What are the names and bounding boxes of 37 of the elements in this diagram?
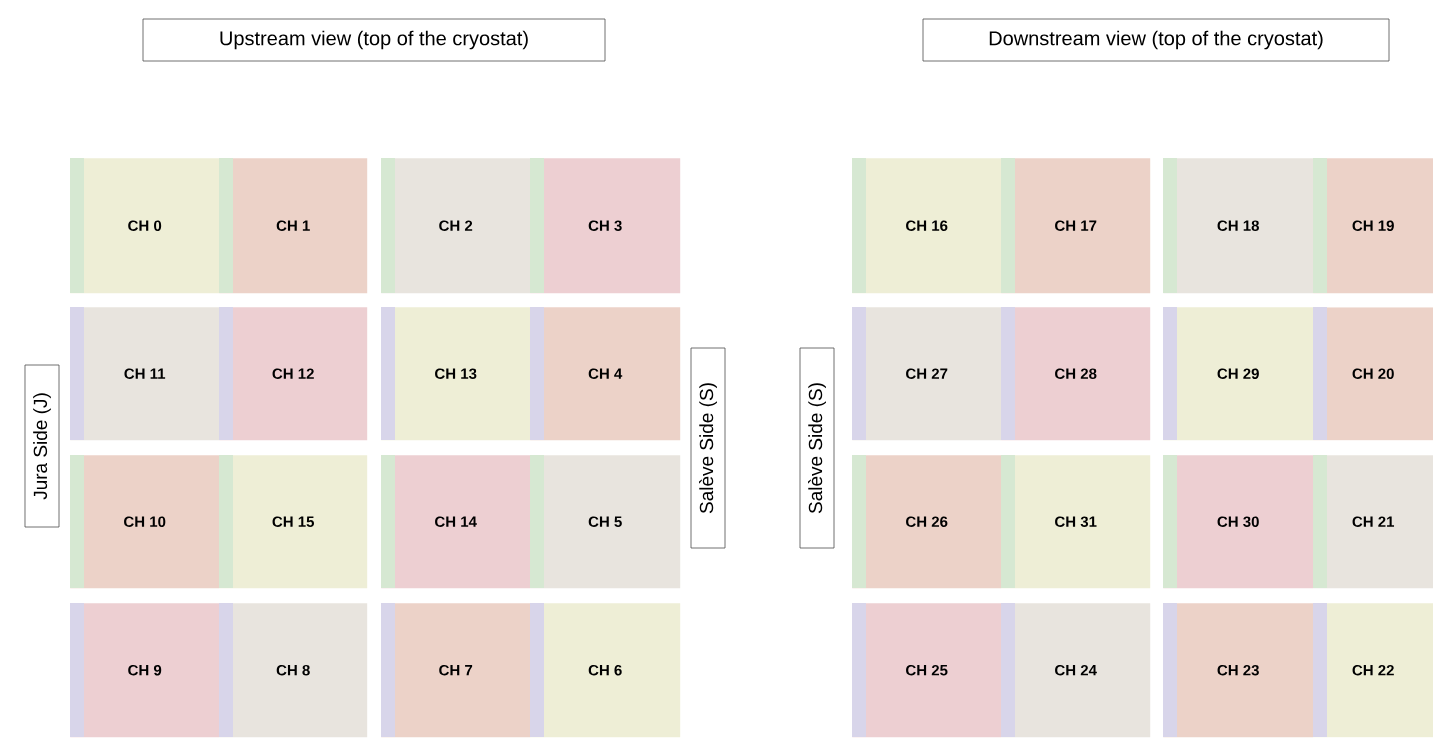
channel-cell: CH 26	[852, 455, 1002, 589]
channel-cell: CH 5	[530, 455, 681, 589]
channel-cell: CH 30	[1163, 455, 1314, 589]
channel-cell: CH 14	[381, 455, 531, 589]
channel-cell: CH 20	[1313, 307, 1433, 441]
channel-cell: CH 23	[1163, 603, 1314, 738]
channel-cell: CH 15	[219, 455, 368, 589]
channel-cell: CH 31	[1001, 455, 1151, 589]
channel-cell: CH 3	[530, 158, 681, 294]
channel-cell: CH 19	[1313, 158, 1433, 294]
channel-cell: CH 11	[70, 307, 220, 441]
channel-cell: CH 8	[219, 603, 368, 738]
channel-cell: CH 25	[852, 603, 1002, 738]
channel-cell: CH 4	[530, 307, 681, 441]
channel-cell: CH 6	[530, 603, 681, 738]
channel-cell: CH 9	[70, 603, 220, 738]
channel-cell: CH 1	[219, 158, 368, 294]
channel-cell: CH 2	[381, 158, 531, 294]
view-title: Downstream view (top of the cryostat)	[922, 18, 1390, 62]
channel-cell: CH 24	[1001, 603, 1151, 738]
channel-cell: CH 10	[70, 455, 220, 589]
channel-cell: CH 13	[381, 307, 531, 441]
channel-cell: CH 21	[1313, 455, 1433, 589]
channel-cell: CH 16	[852, 158, 1002, 294]
channel-cell: CH 12	[219, 307, 368, 441]
channel-cell: CH 18	[1163, 158, 1314, 294]
channel-cell: CH 0	[70, 158, 220, 294]
channel-cell: CH 7	[381, 603, 531, 738]
channel-cell: CH 22	[1313, 603, 1433, 738]
channel-cell: CH 17	[1001, 158, 1151, 294]
view-title: Upstream view (top of the cryostat)	[142, 18, 606, 62]
side-label: Jura Side (J)	[24, 364, 60, 528]
channel-cell: CH 27	[852, 307, 1002, 441]
channel-cell: CH 29	[1163, 307, 1314, 441]
side-label: Salève Side (S)	[799, 347, 835, 549]
channel-cell: CH 28	[1001, 307, 1151, 441]
side-label: Salève Side (S)	[690, 347, 726, 549]
